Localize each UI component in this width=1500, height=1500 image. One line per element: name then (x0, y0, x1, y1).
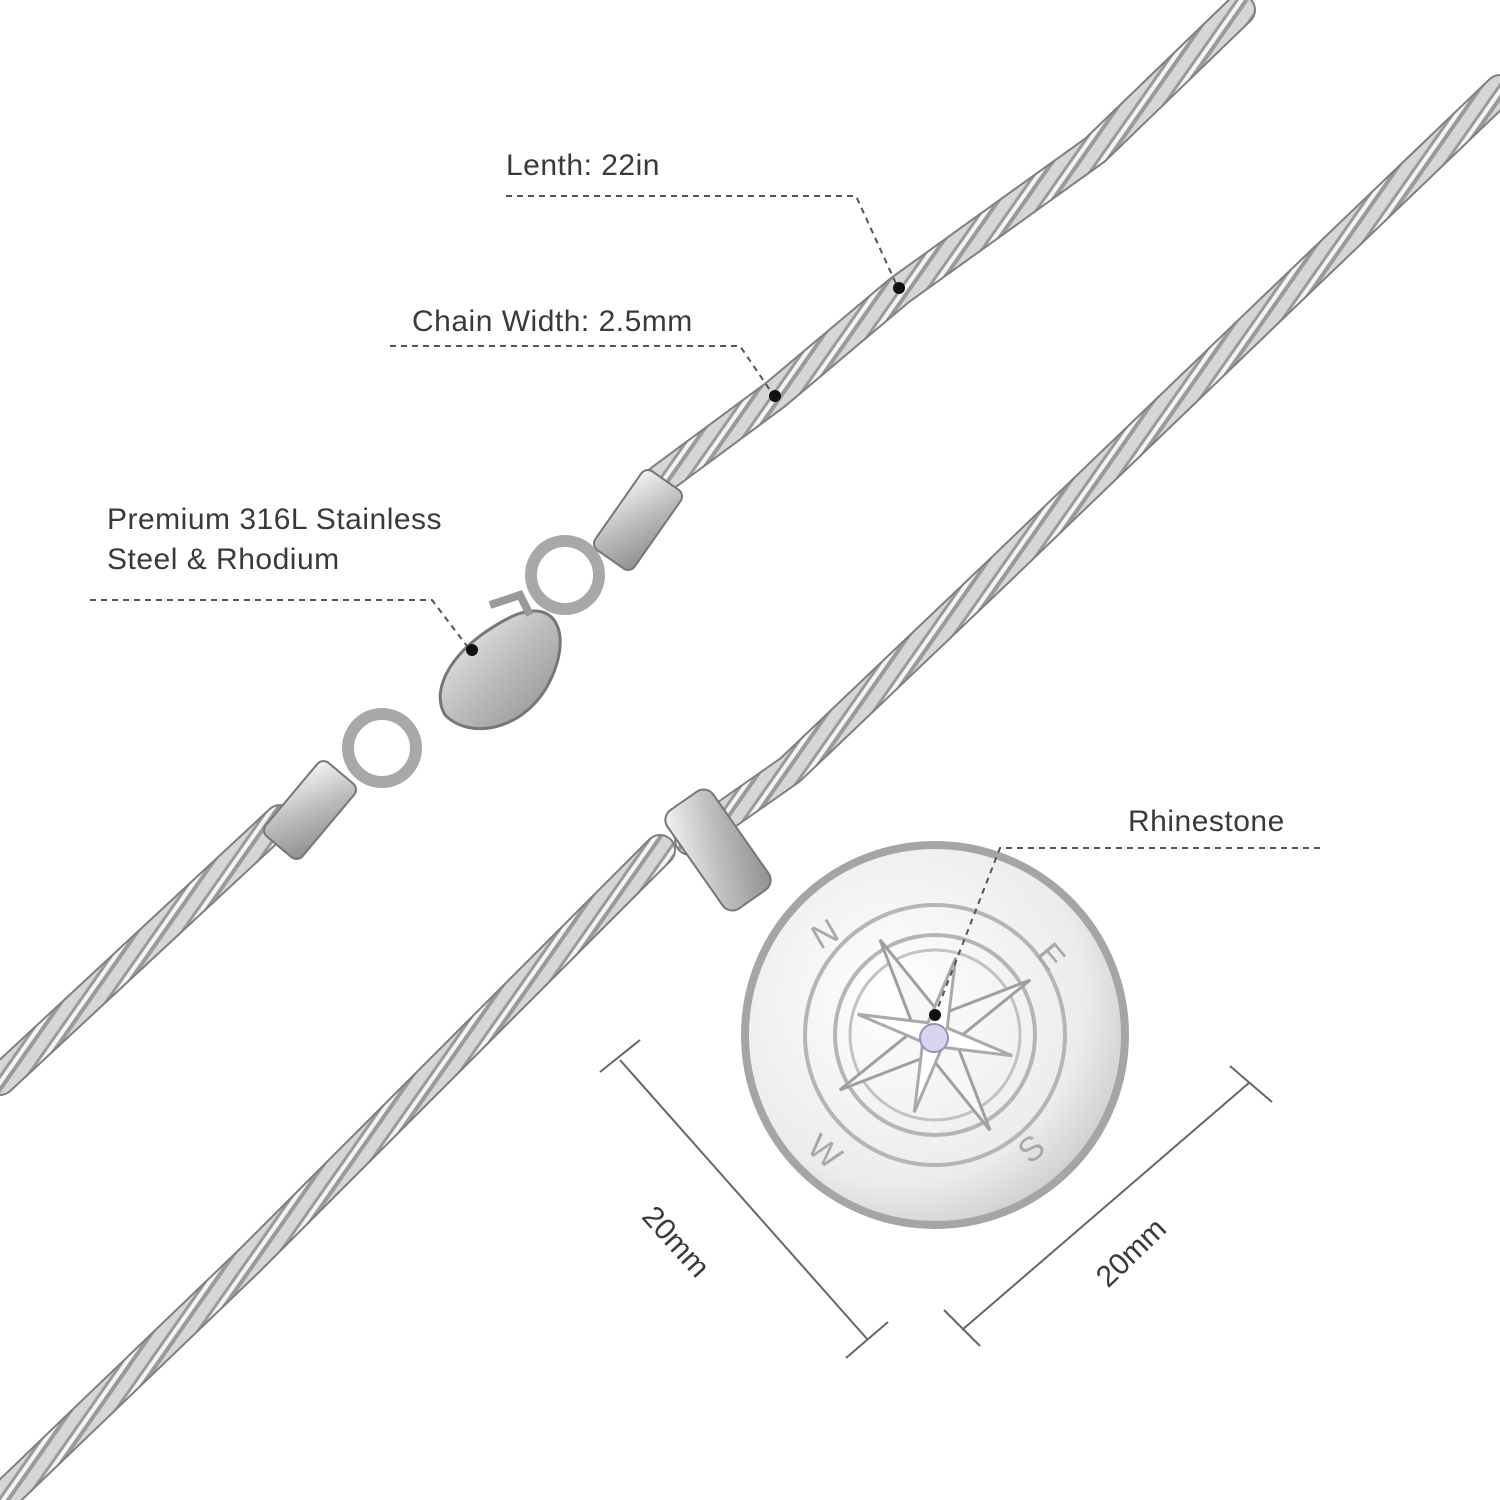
pendant-bail (664, 788, 772, 912)
compass-outer-ring (803, 903, 1067, 1167)
material-label-line1: Premium 316L Stainless (107, 503, 443, 536)
compass-inner-ring (833, 933, 1037, 1137)
length-leader-line (506, 195, 899, 289)
material-label: Premium 316L Stainless Steel & Rhodium (107, 500, 442, 580)
chain-width-label: Chain Width: 2.5mm (412, 305, 693, 338)
clasp-assembly (263, 469, 684, 860)
rhinestone (919, 1023, 949, 1053)
end-cap-top (592, 469, 684, 571)
jump-ring-top (525, 535, 605, 615)
callout-lines (90, 195, 1320, 1016)
callout-dots (466, 282, 941, 1021)
rhinestone-label: Rhinestone (1128, 805, 1285, 838)
length-label: Lenth: 22in (506, 149, 660, 182)
compass-pendant: N E S W (664, 788, 1129, 1229)
width-dimension-line (961, 1081, 1251, 1331)
end-cap-bottom (263, 760, 357, 860)
height-dimension-line (619, 1059, 869, 1341)
material-label-line2: Steel & Rhodium (107, 543, 340, 576)
jump-ring-bottom (342, 708, 422, 788)
width-leader-line (390, 345, 775, 397)
rhinestone-leader-line (934, 847, 1320, 1016)
lobster-clasp (438, 590, 562, 731)
dimension-lines (599, 1039, 1273, 1359)
material-leader-line (90, 599, 471, 651)
